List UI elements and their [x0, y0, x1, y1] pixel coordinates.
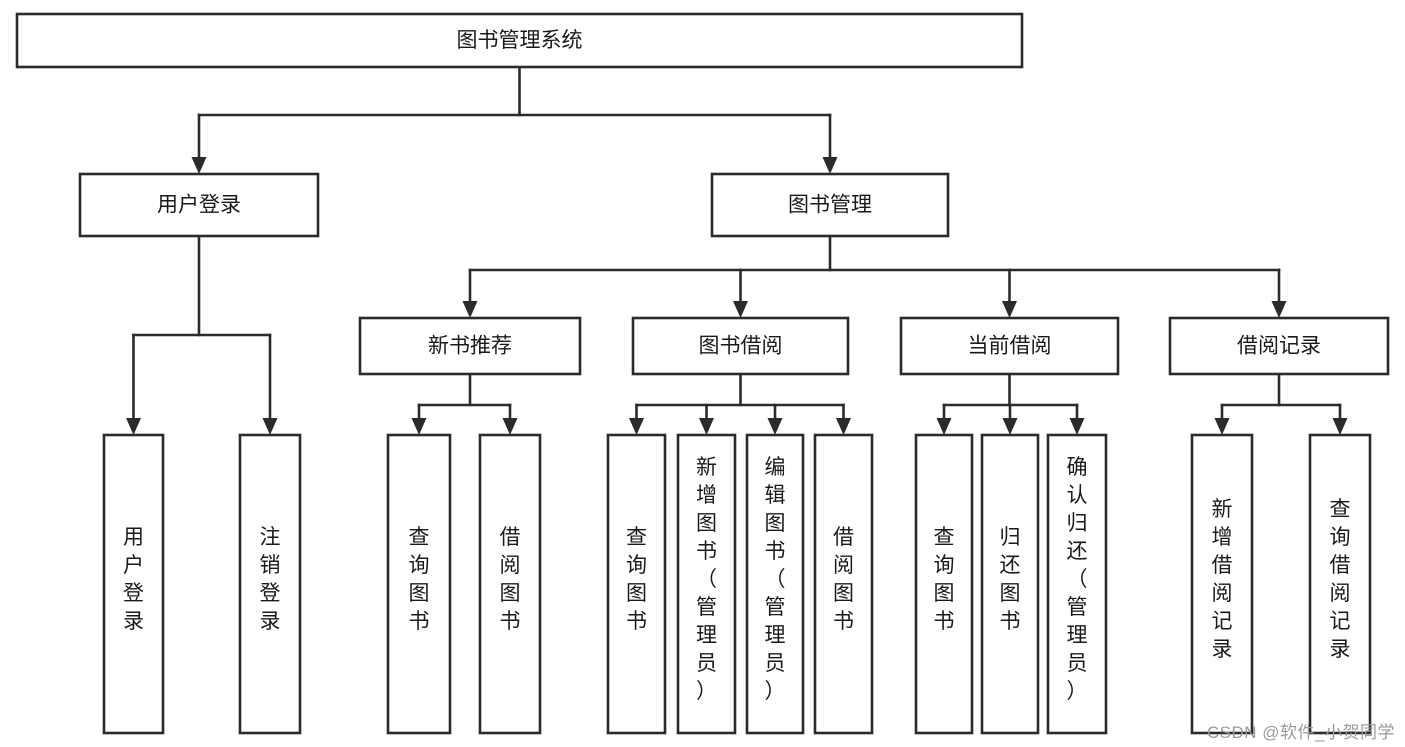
arrow-head-icon [1069, 418, 1085, 435]
arrow-head-icon [733, 301, 748, 318]
arrow-head-icon [1332, 418, 1348, 435]
node-box-leaf-borrow-book-recommend [478, 433, 542, 735]
arrow-head-icon [1002, 301, 1017, 318]
arrow-head-icon [1271, 301, 1287, 318]
node-label-borrow-record: 借阅记录 [1237, 335, 1321, 358]
arrow-head-icon [462, 301, 478, 318]
node-root[interactable]: 图书管理系统 [15, 12, 1024, 69]
node-leaf-user-logout[interactable]: 注销登录 [238, 433, 302, 735]
node-book-borrow[interactable]: 图书借阅 [631, 316, 850, 376]
node-box-leaf-user-logout [238, 433, 302, 735]
node-label-leaf-query-borrow-record: 查询借阅记录 [1330, 498, 1351, 661]
node-leaf-query-borrow-record[interactable]: 查询借阅记录 [1308, 433, 1372, 735]
arrow-head-icon [1002, 418, 1018, 435]
node-box-leaf-query-book-recommend [386, 433, 452, 735]
node-label-leaf-borrow-book: 借阅图书 [833, 526, 854, 633]
node-box-leaf-confirm-return-admin [1046, 433, 1108, 735]
node-box-leaf-return-book [980, 433, 1040, 735]
node-label-leaf-edit-book-admin: 编辑图书（管理员） [765, 456, 786, 703]
node-box-leaf-edit-book-admin [745, 433, 805, 735]
node-label-new-book-recommend: 新书推荐 [428, 335, 512, 358]
node-user-login[interactable]: 用户登录 [78, 172, 320, 238]
node-box-new-book-recommend [358, 316, 582, 376]
node-box-leaf-query-book-borrow [606, 433, 667, 735]
arrow-head-icon [629, 418, 644, 435]
node-current-borrow[interactable]: 当前借阅 [899, 316, 1120, 376]
arrow-head-icon [502, 418, 518, 435]
arrow-head-icon [411, 418, 427, 435]
node-label-root: 图书管理系统 [457, 29, 583, 52]
node-leaf-borrow-book[interactable]: 借阅图书 [813, 433, 874, 735]
node-layer: 图书管理系统用户登录图书管理新书推荐图书借阅当前借阅借阅记录用户登录注销登录查询… [15, 12, 1390, 735]
node-box-leaf-user-login [102, 433, 165, 735]
node-label-leaf-add-borrow-record: 新增借阅记录 [1212, 498, 1233, 661]
node-new-book-recommend[interactable]: 新书推荐 [358, 316, 582, 376]
arrow-head-icon [126, 418, 141, 435]
node-label-leaf-user-login: 用户登录 [123, 526, 144, 633]
node-box-book-management [710, 172, 950, 238]
node-label-leaf-query-book-borrow: 查询图书 [626, 526, 647, 633]
node-label-leaf-query-book-recommend: 查询图书 [409, 526, 430, 633]
node-label-leaf-query-book-current: 查询图书 [934, 526, 955, 633]
node-leaf-return-book[interactable]: 归还图书 [980, 433, 1040, 735]
node-box-book-borrow [631, 316, 850, 376]
node-leaf-user-login[interactable]: 用户登录 [102, 433, 165, 735]
node-leaf-add-borrow-record[interactable]: 新增借阅记录 [1190, 433, 1254, 735]
node-box-root [15, 12, 1024, 69]
arrow-head-icon [699, 418, 714, 435]
node-box-leaf-query-borrow-record [1308, 433, 1372, 735]
node-leaf-confirm-return-admin[interactable]: 确认归还（管理员） [1046, 433, 1108, 735]
node-box-user-login [78, 172, 320, 238]
arrow-head-icon [262, 418, 278, 435]
node-leaf-query-book-current[interactable]: 查询图书 [914, 433, 974, 735]
node-label-leaf-borrow-book-recommend: 借阅图书 [500, 526, 521, 633]
node-box-leaf-query-book-current [914, 433, 974, 735]
node-box-borrow-record [1168, 316, 1390, 376]
arrow-head-icon [836, 418, 851, 435]
node-leaf-query-book-recommend[interactable]: 查询图书 [386, 433, 452, 735]
node-label-book-management: 图书管理 [788, 194, 872, 217]
node-label-book-borrow: 图书借阅 [699, 335, 783, 358]
node-label-current-borrow: 当前借阅 [968, 335, 1052, 358]
arrow-head-icon [822, 157, 838, 174]
node-leaf-borrow-book-recommend[interactable]: 借阅图书 [478, 433, 542, 735]
node-label-leaf-confirm-return-admin: 确认归还（管理员） [1067, 456, 1088, 703]
node-book-management[interactable]: 图书管理 [710, 172, 950, 238]
node-leaf-edit-book-admin[interactable]: 编辑图书（管理员） [745, 433, 805, 735]
connector-layer [126, 65, 1348, 435]
node-label-leaf-user-logout: 注销登录 [260, 526, 281, 633]
node-leaf-query-book-borrow[interactable]: 查询图书 [606, 433, 667, 735]
csdn-watermark: CSDN @软件_小贺同学 [1206, 723, 1395, 742]
node-leaf-add-book-admin[interactable]: 新增图书（管理员） [676, 433, 737, 735]
arrow-head-icon [936, 418, 952, 435]
node-label-leaf-add-book-admin: 新增图书（管理员） [696, 456, 717, 703]
arrow-head-icon [191, 157, 207, 174]
node-box-current-borrow [899, 316, 1120, 376]
node-box-leaf-borrow-book [813, 433, 874, 735]
node-box-leaf-add-book-admin [676, 433, 737, 735]
node-label-leaf-return-book: 归还图书 [1000, 526, 1021, 633]
arrow-head-icon [767, 418, 783, 435]
node-box-leaf-add-borrow-record [1190, 433, 1254, 735]
arrow-head-icon [1214, 418, 1230, 435]
node-label-user-login: 用户登录 [157, 194, 241, 217]
node-borrow-record[interactable]: 借阅记录 [1168, 316, 1390, 376]
